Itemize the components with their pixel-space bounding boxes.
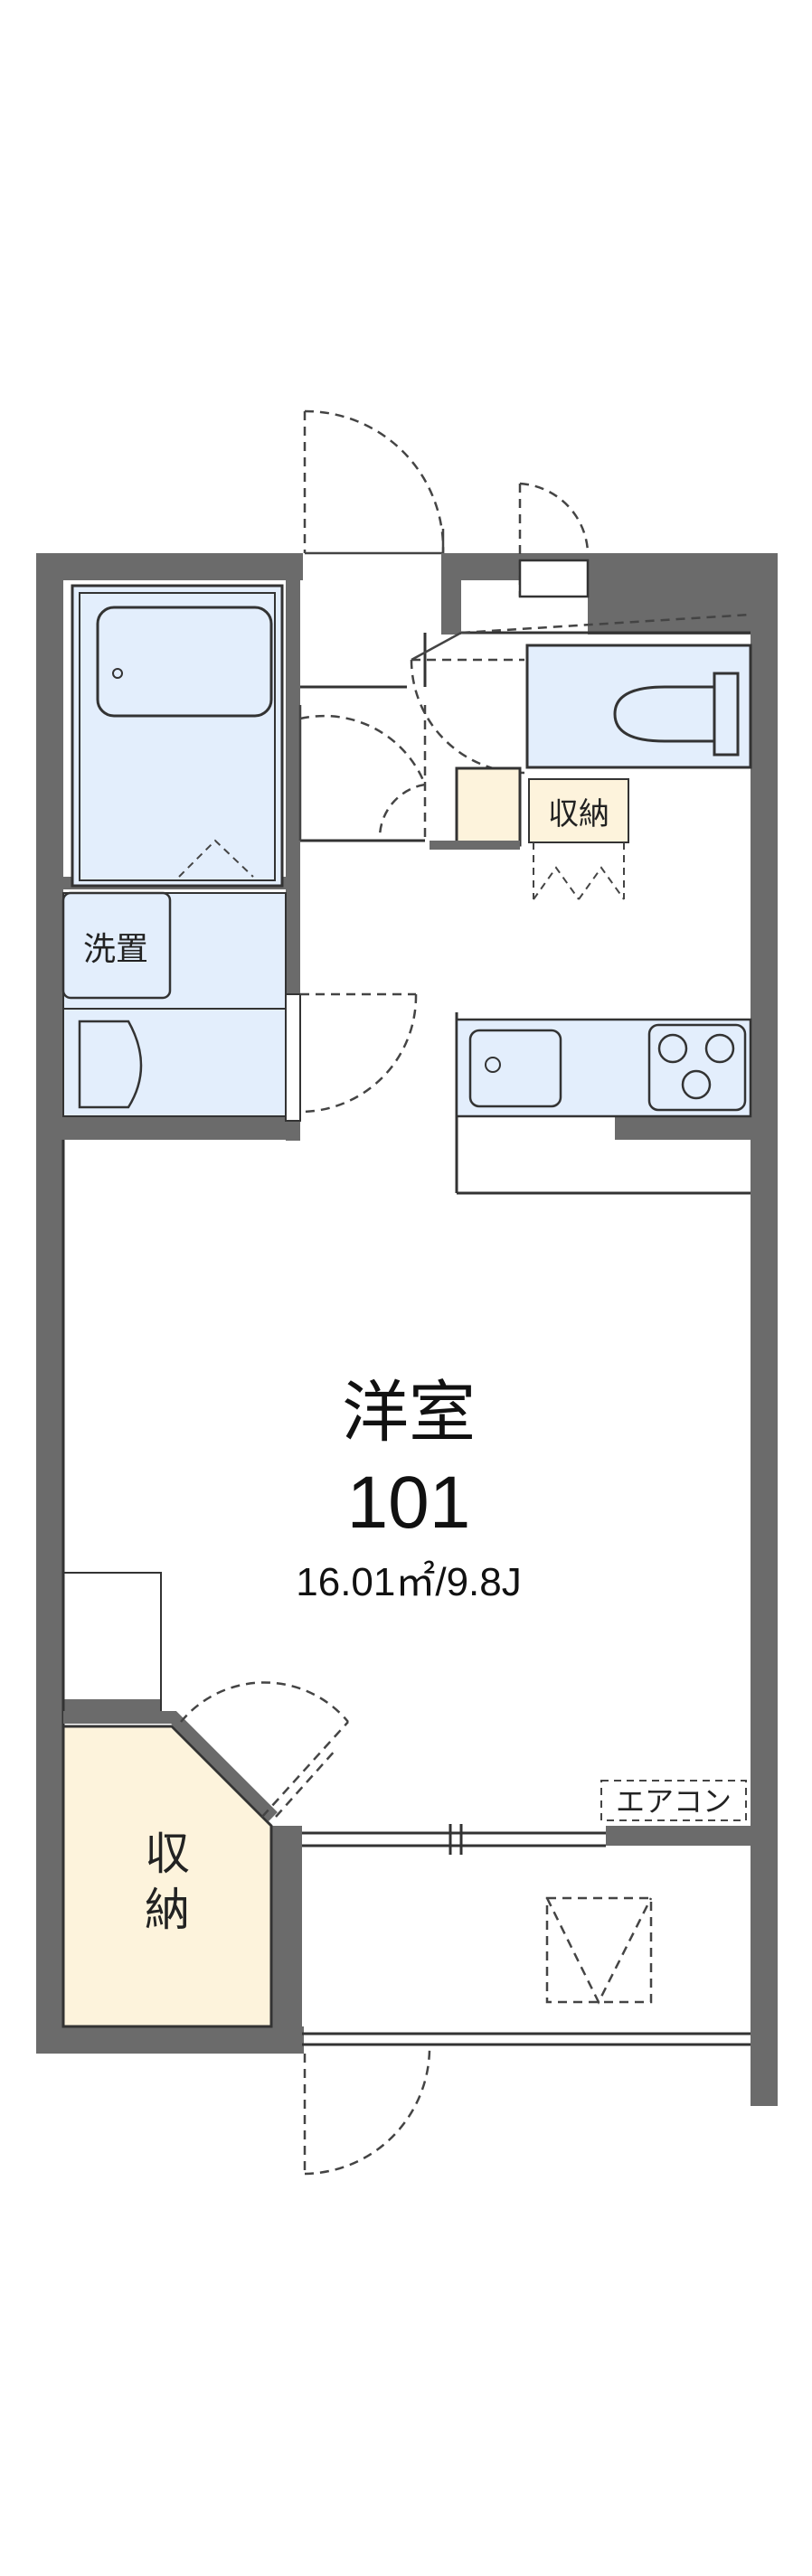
upper-closet: 収納 [528,778,629,900]
room-area: 16.01㎡/9.8J [296,1560,522,1604]
washing-machine-label: 洗置 [83,931,148,968]
balcony [545,1896,653,2005]
lower-closet-label-1: 収 [145,1828,190,1880]
shoe-box [430,766,522,850]
lower-closet: 収 納 [61,1711,278,2028]
air-conditioner: エアコン [600,1780,747,1821]
room-number: 101 [347,1462,471,1544]
toilet-door [410,613,751,775]
balcony-hatch [545,1896,653,2005]
washroom-door [299,992,418,1114]
top-window [518,482,590,598]
lower-closet-label-2: 納 [145,1884,190,1936]
room-label: 洋室 [342,1374,476,1452]
kitchen [455,1018,752,1118]
room-labels: 洋室 101 16.01㎡/9.8J [296,1374,522,1604]
upper-closet-label: 収納 [548,796,609,832]
toilet [525,644,752,769]
air-conditioner-label: エアコン [616,1784,732,1819]
entrance-door [303,409,445,555]
wash-basin [62,993,301,1122]
closet-door [180,1681,349,1818]
bathtub [71,584,284,888]
hall-door [298,705,427,841]
balcony-door [303,2044,431,2176]
washing-machine-space: 洗置 [61,891,287,1010]
